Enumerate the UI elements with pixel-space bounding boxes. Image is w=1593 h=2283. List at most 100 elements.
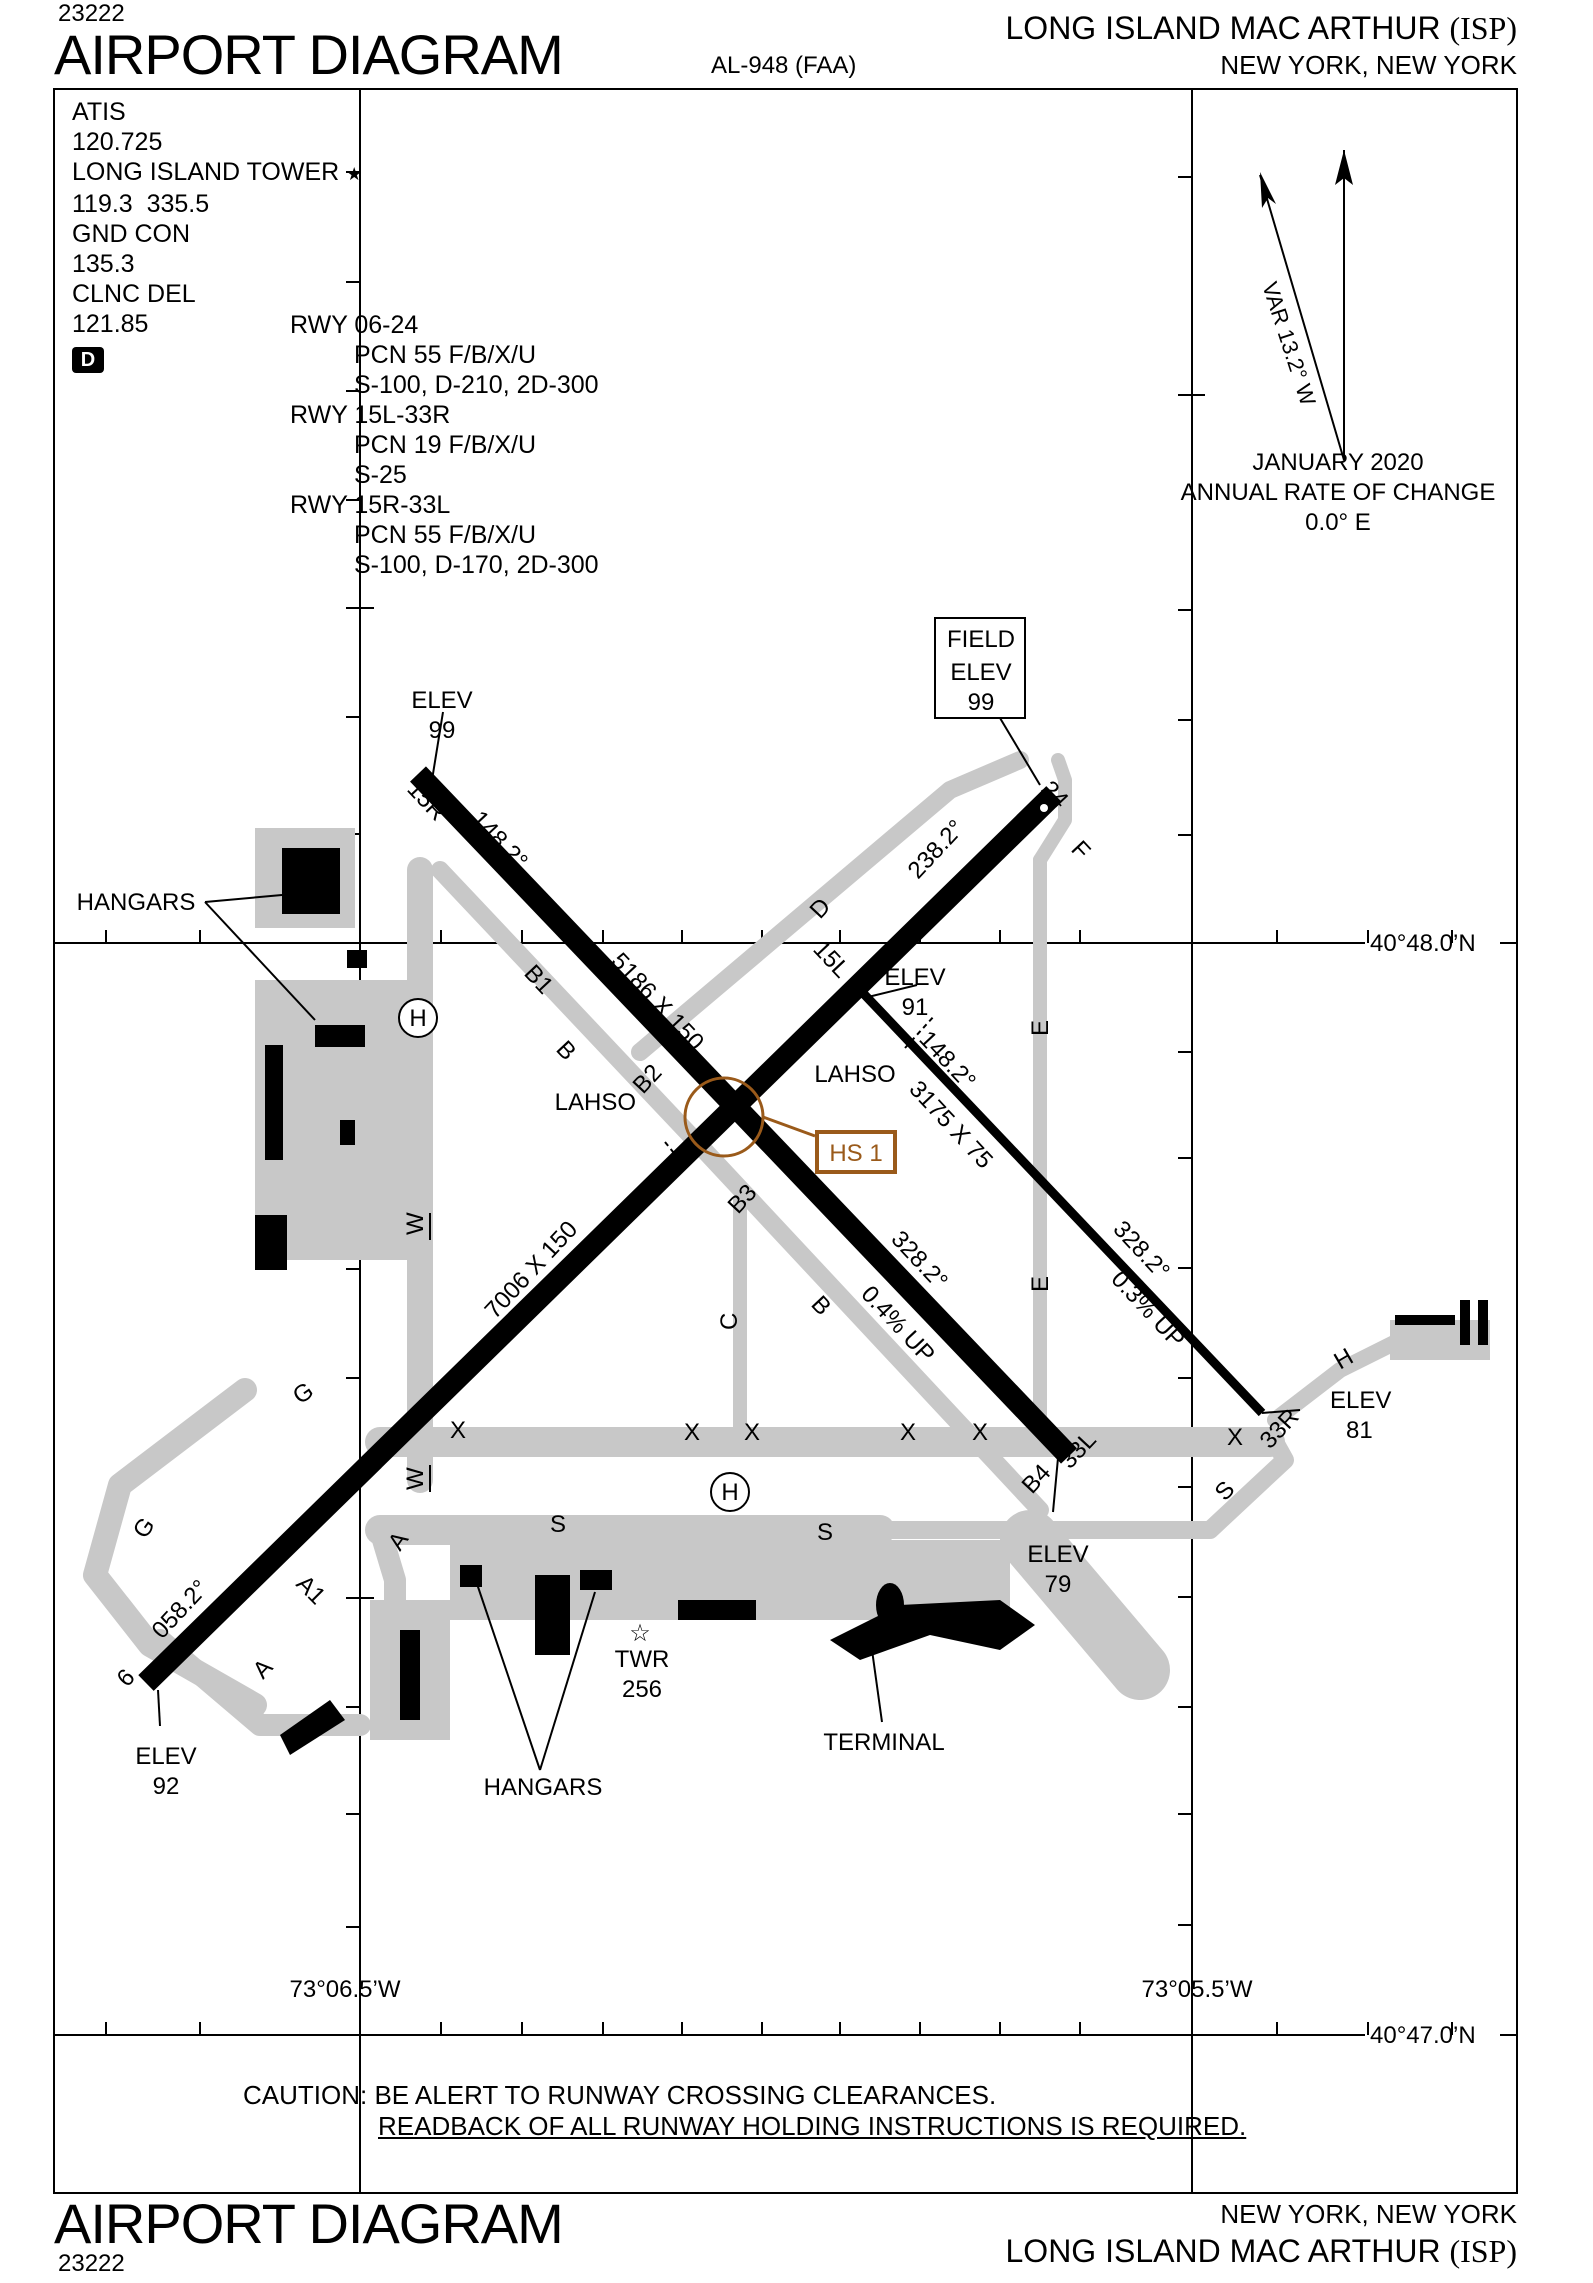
elev-33l-label: ELEV bbox=[1027, 1541, 1088, 1568]
procedure-number: 23222 bbox=[58, 0, 125, 27]
taxiway-east-ramp bbox=[1000, 1510, 1170, 1700]
taxiway-c-label: C bbox=[716, 1313, 743, 1330]
taxiway-a1-label: A1 bbox=[291, 1570, 331, 1610]
hangar-building bbox=[580, 1570, 612, 1590]
elev-33r-label: ELEV bbox=[1330, 1387, 1391, 1414]
pcn-rwy2-weight: S-25 bbox=[354, 461, 407, 489]
hangar-building bbox=[315, 1025, 365, 1047]
pcn-rwy3: RWY 15R-33L bbox=[290, 491, 451, 519]
footer-procedure-number: 23222 bbox=[58, 2250, 125, 2277]
elev-15l-value: 91 bbox=[902, 994, 929, 1021]
variation-rate-label: ANNUAL RATE OF CHANGE bbox=[1181, 479, 1496, 506]
lahso-line bbox=[904, 1014, 936, 1049]
helipad-north bbox=[398, 998, 438, 1038]
taxiway-b-label: B bbox=[551, 1036, 582, 1066]
ground-frequency: 135.3 bbox=[72, 250, 135, 278]
tower-label-text: LONG ISLAND TOWER bbox=[72, 158, 340, 186]
location-header: NEW YORK, NEW YORK bbox=[1220, 50, 1517, 80]
hotspot-leader bbox=[762, 1115, 816, 1138]
chart-id: AL-948 (FAA) bbox=[711, 52, 857, 79]
terminal-leader bbox=[871, 1649, 883, 1723]
lon-left-label: 73°06.5’W bbox=[290, 1976, 401, 2003]
pcn-rwy1-weight: S-100, D-210, 2D-300 bbox=[354, 371, 599, 399]
lahso-line bbox=[664, 1141, 683, 1164]
lat-bottom-label: 40°47.0’N bbox=[1370, 2022, 1476, 2049]
building bbox=[255, 1215, 287, 1270]
variation-date: JANUARY 2020 bbox=[1252, 449, 1423, 476]
taxiway-g-label: G bbox=[288, 1377, 319, 1410]
tower-elev: 256 bbox=[622, 1676, 662, 1703]
elev-33r-value: 81 bbox=[1346, 1417, 1373, 1444]
taxiway-x-label: X bbox=[1227, 1424, 1243, 1451]
taxiway-e-label: E bbox=[1027, 1020, 1054, 1036]
comm-frequencies: ATIS 120.725 LONG ISLAND TOWER ★ 119.3 3… bbox=[72, 97, 362, 373]
magnetic-north-arrow bbox=[1259, 174, 1345, 461]
field-elev-leader bbox=[999, 717, 1041, 786]
atis-frequency: 120.725 bbox=[72, 128, 163, 156]
taxiway-e-south-label: E bbox=[1027, 1276, 1054, 1292]
taxiway-w-label: W bbox=[402, 1212, 429, 1235]
tower-icon: ☆ bbox=[629, 1620, 651, 1647]
footer-airport-name: LONG ISLAND MAC ARTHUR bbox=[1005, 2233, 1441, 2269]
hangars-leader bbox=[204, 894, 283, 903]
diagram-frame bbox=[53, 88, 1518, 2194]
building bbox=[1460, 1300, 1470, 1345]
building bbox=[280, 1700, 345, 1755]
elev-15l-leader bbox=[867, 984, 918, 998]
hotspot-label: HS 1 bbox=[829, 1140, 882, 1167]
runway-15l-33r bbox=[858, 988, 1266, 1417]
taxiway-x-label: X bbox=[900, 1419, 916, 1446]
elev-33l-value: 79 bbox=[1045, 1571, 1072, 1598]
helipad-south-label: H bbox=[721, 1479, 738, 1506]
airport-name: LONG ISLAND MAC ARTHUR bbox=[1005, 10, 1441, 46]
building bbox=[1395, 1315, 1455, 1325]
tower-row: LONG ISLAND TOWER ★ bbox=[72, 157, 362, 189]
hangar-building bbox=[460, 1565, 482, 1587]
tower-frequency: 119.3 335.5 bbox=[72, 190, 210, 218]
runway-pcn-info: RWY 06-24 PCN 55 F/B/X/U S-100, D-210, 2… bbox=[290, 310, 599, 580]
field-elev-label2: ELEV bbox=[950, 659, 1011, 686]
clearance-label: CLNC DEL bbox=[72, 280, 196, 308]
elev-33l-leader bbox=[1052, 1457, 1059, 1513]
variation-label: VAR 13.2° W bbox=[1257, 279, 1320, 409]
taxiway-w-south-label: W bbox=[402, 1467, 429, 1490]
lahso-label-west: LAHSO bbox=[555, 1089, 636, 1116]
lon-right-label: 73°05.5’W bbox=[1142, 1976, 1253, 2003]
elev-15l-label: ELEV bbox=[884, 964, 945, 991]
star-icon: ★ bbox=[346, 164, 363, 184]
hotspot-box bbox=[815, 1130, 897, 1174]
ground-label: GND CON bbox=[72, 220, 191, 248]
taxiway-d bbox=[631, 751, 1029, 1061]
grid-lines bbox=[55, 90, 1516, 2192]
leader-lines bbox=[157, 711, 1301, 1771]
pcn-rwy3-weight: S-100, D-170, 2D-300 bbox=[354, 551, 599, 579]
building bbox=[400, 1630, 420, 1720]
footer-airport: LONG ISLAND MAC ARTHUR (ISP) bbox=[1006, 2233, 1518, 2270]
elev-33r-leader bbox=[1261, 1409, 1301, 1414]
taxiway-f bbox=[1033, 753, 1072, 867]
hangars-leader bbox=[204, 901, 316, 1021]
gradient-33r: 0.3% UP bbox=[1106, 1266, 1190, 1354]
lahso-label-east: LAHSO bbox=[814, 1061, 895, 1088]
magnetic-north-icon bbox=[1260, 172, 1276, 208]
taxiway-x-label: X bbox=[684, 1419, 700, 1446]
elev-15r-value: 99 bbox=[429, 717, 456, 744]
apron-east bbox=[1390, 1320, 1490, 1360]
true-north-icon bbox=[1335, 150, 1353, 185]
helipad-south bbox=[710, 1472, 750, 1512]
hangars-label-south: HANGARS bbox=[484, 1774, 603, 1801]
terminal-label: TERMINAL bbox=[823, 1729, 944, 1756]
runway-06-24 bbox=[138, 786, 1062, 1691]
helipad-north-label: H bbox=[409, 1005, 426, 1032]
footer-airport-id: (ISP) bbox=[1449, 2233, 1517, 2269]
taxiway-x-label: X bbox=[744, 1419, 760, 1446]
footer-location: NEW YORK, NEW YORK bbox=[1220, 2199, 1517, 2229]
lahso-lines bbox=[664, 1014, 936, 1164]
elev-6-leader bbox=[157, 1689, 161, 1727]
taxiway-f-label: F bbox=[1066, 836, 1096, 865]
pcn-rwy2: RWY 15L-33R bbox=[290, 401, 451, 429]
taxiway-x-label: X bbox=[450, 1417, 466, 1444]
caution-note: CAUTION: BE ALERT TO RUNWAY CROSSING CLE… bbox=[243, 2080, 1246, 2142]
north-arrows bbox=[1259, 150, 1353, 461]
